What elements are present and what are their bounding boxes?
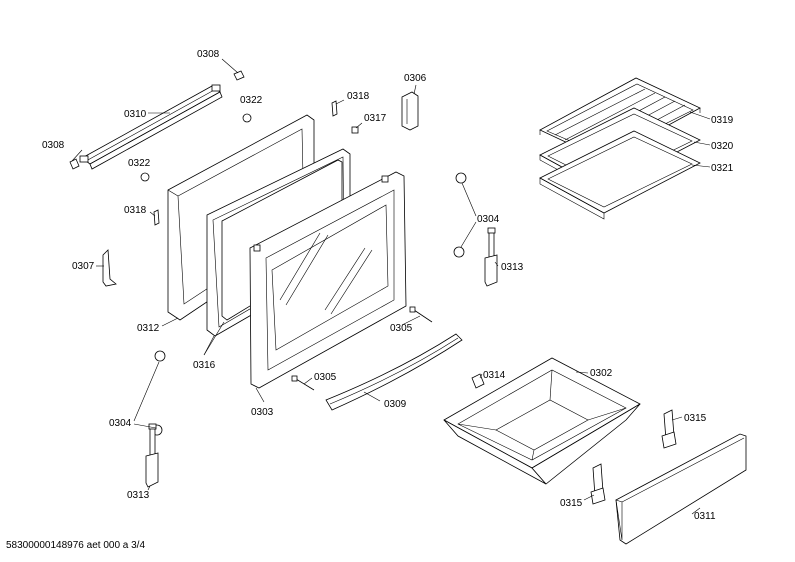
- part-0318-clip-top: [331, 100, 338, 117]
- label-0322-left: 0322: [128, 158, 151, 169]
- part-0308-clip-left: [69, 158, 80, 170]
- part-0304-bushing-left-top: [154, 350, 166, 362]
- label-0307: 0307: [72, 261, 95, 272]
- label-0315-right: 0315: [684, 413, 707, 424]
- part-0318-clip-left: [153, 209, 160, 226]
- part-0315-runner-right: [661, 409, 677, 449]
- leader-lines: [71, 58, 711, 515]
- label-0317: 0317: [364, 113, 387, 124]
- label-0304-right: 0304: [477, 214, 500, 225]
- part-0309-handle: [325, 333, 463, 411]
- label-0304-left: 0304: [109, 418, 132, 429]
- part-0313-hinge-right: [484, 227, 498, 287]
- part-labels: 0308 0310 0322 0308 0322 0318 0317 0306 …: [42, 49, 734, 522]
- label-0311: 0311: [694, 511, 716, 522]
- part-0305-screw-left: [291, 375, 315, 391]
- part-0303-outer-door: [249, 171, 407, 389]
- part-0304-bushing-right-top: [455, 172, 467, 184]
- label-0313-left: 0313: [127, 490, 150, 501]
- part-0322-bumper-left: [140, 172, 150, 182]
- part-0308-clip-top: [233, 70, 245, 81]
- label-0303: 0303: [251, 407, 274, 418]
- label-0313-right: 0313: [501, 262, 524, 273]
- label-0316: 0316: [193, 360, 216, 371]
- label-0319: 0319: [711, 115, 734, 126]
- label-0318-left: 0318: [124, 205, 147, 216]
- part-0315-runner-left: [590, 463, 606, 505]
- label-0310: 0310: [124, 109, 147, 120]
- label-0308-top: 0308: [197, 49, 220, 60]
- label-0305-left: 0305: [314, 372, 337, 383]
- part-0305-screw-right: [409, 306, 433, 323]
- part-0314-clip: [471, 373, 485, 389]
- label-0312: 0312: [137, 323, 160, 334]
- part-0313-hinge-left: [145, 423, 159, 488]
- label-0305-right: 0305: [390, 323, 413, 334]
- part-0302-drawer-tray: [443, 357, 641, 485]
- label-0320: 0320: [711, 141, 734, 152]
- label-0306: 0306: [404, 73, 427, 84]
- part-0307-bracket: [102, 249, 117, 287]
- label-0314: 0314: [483, 370, 506, 381]
- part-0304-bushing-right-bottom: [453, 246, 465, 258]
- part-0310-top-rail: [79, 84, 223, 170]
- label-0322-top: 0322: [240, 95, 263, 106]
- label-0318-top: 0318: [347, 91, 370, 102]
- label-0309: 0309: [384, 399, 407, 410]
- document-id-footer: 58300000148976 aet 000 a 3/4: [6, 540, 146, 551]
- part-0321-baking-tray-deep: [539, 130, 701, 220]
- label-0302: 0302: [590, 368, 613, 379]
- part-0306-bracket: [401, 91, 419, 131]
- label-0308-left: 0308: [42, 140, 65, 151]
- label-0321: 0321: [711, 163, 734, 174]
- label-0315-left: 0315: [560, 498, 583, 509]
- part-0311-drawer-panel: [615, 433, 747, 545]
- part-0322-bumper-top: [242, 113, 252, 123]
- part-0317-pin: [351, 126, 359, 134]
